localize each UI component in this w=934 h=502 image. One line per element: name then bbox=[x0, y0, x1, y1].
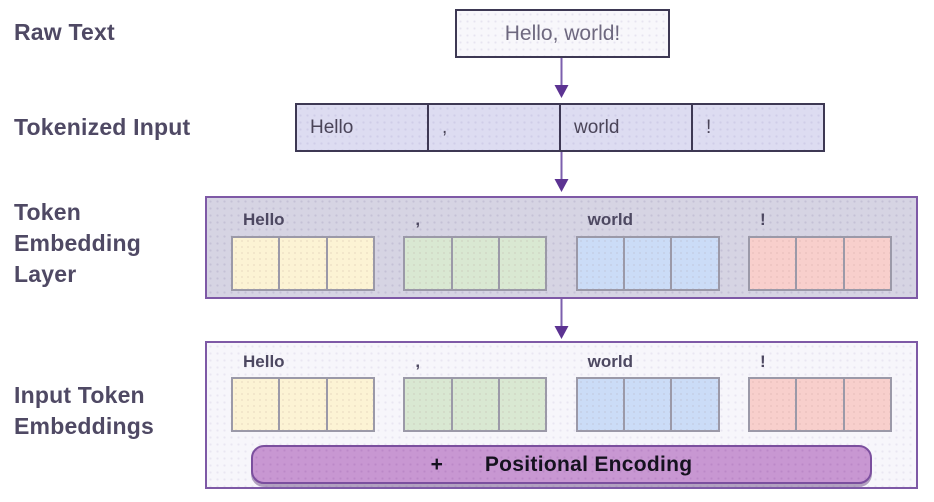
positional-encoding-bar: + Positional Encoding bbox=[251, 445, 872, 484]
embedding-cell bbox=[842, 238, 890, 289]
input-token-embeddings-label: Input Token Embeddings bbox=[14, 382, 155, 439]
token-group: , bbox=[403, 352, 548, 432]
embedding-cell bbox=[497, 238, 546, 289]
token-group-label: , bbox=[415, 352, 421, 371]
embedding-vector bbox=[747, 236, 892, 291]
arrow-down-icon bbox=[554, 299, 569, 339]
embedding-cell bbox=[233, 379, 279, 430]
tokenized-input-row: Hello , world ! bbox=[295, 103, 825, 152]
token-group-label: , bbox=[415, 210, 421, 229]
embedding-vector bbox=[231, 377, 375, 432]
embedding-cell bbox=[842, 379, 890, 430]
token-group: ! bbox=[747, 352, 892, 432]
embedding-cell bbox=[749, 379, 796, 430]
token-group-label: world bbox=[587, 210, 633, 229]
embedding-cell bbox=[325, 379, 373, 430]
token-group: world bbox=[575, 210, 720, 291]
embedding-vector bbox=[231, 236, 375, 291]
token-group-label: ! bbox=[759, 352, 766, 371]
token-group-label: Hello bbox=[243, 210, 285, 229]
embedding-cell bbox=[622, 379, 671, 430]
token-cell: Hello bbox=[310, 116, 354, 138]
embedding-vector bbox=[575, 377, 720, 432]
embedding-vector bbox=[575, 236, 720, 291]
embedding-cell bbox=[497, 379, 546, 430]
embedding-cell bbox=[749, 238, 796, 289]
token-group: , bbox=[403, 210, 548, 291]
embedding-cell bbox=[450, 379, 498, 430]
token-embedding-layer-panel: Hello , world ! bbox=[205, 196, 918, 299]
token-group: ! bbox=[747, 210, 892, 291]
raw-text-value: Hello, world! bbox=[504, 21, 621, 45]
input-token-embeddings-panel: Hello , world ! + Positional Encoding bbox=[205, 341, 918, 489]
token-embedding-layer-label: Token Embedding Layer bbox=[14, 199, 142, 287]
token-group-label: world bbox=[587, 352, 633, 371]
token-cell: ! bbox=[691, 105, 823, 150]
token-cell: world bbox=[559, 105, 691, 150]
embedding-cell bbox=[325, 238, 373, 289]
embedding-cell bbox=[450, 238, 498, 289]
embedding-cell bbox=[670, 238, 718, 289]
raw-text-label: Raw Text bbox=[14, 19, 115, 45]
embedding-cell bbox=[577, 379, 623, 430]
embedding-cell bbox=[278, 238, 326, 289]
token-group-label: ! bbox=[759, 210, 766, 229]
embedding-cell bbox=[405, 379, 451, 430]
token-group: world bbox=[575, 352, 720, 432]
tokenized-input-label: Tokenized Input bbox=[14, 114, 191, 140]
embedding-cell bbox=[670, 379, 718, 430]
arrow-down-icon bbox=[554, 152, 569, 192]
token-group: Hello bbox=[231, 210, 375, 291]
embedding-groups: Hello , world ! bbox=[231, 210, 892, 291]
plus-icon: + bbox=[430, 452, 443, 476]
embedding-cell bbox=[622, 238, 671, 289]
positional-encoding-label: Positional Encoding bbox=[484, 452, 693, 476]
embedding-cell bbox=[278, 379, 326, 430]
arrow-down-icon bbox=[554, 58, 569, 98]
embedding-vector bbox=[747, 377, 892, 432]
token-group: Hello bbox=[231, 352, 375, 432]
token-group-label: Hello bbox=[243, 352, 285, 371]
embedding-cell bbox=[577, 238, 623, 289]
embedding-vector bbox=[403, 377, 548, 432]
embedding-cell bbox=[795, 379, 843, 430]
embedding-groups: Hello , world ! bbox=[231, 352, 892, 432]
embedding-vector bbox=[403, 236, 548, 291]
token-cell: , bbox=[427, 105, 559, 150]
embedding-cell bbox=[405, 238, 451, 289]
embedding-cell bbox=[233, 238, 279, 289]
embedding-cell bbox=[795, 238, 843, 289]
raw-text-box: Hello, world! bbox=[455, 9, 670, 58]
